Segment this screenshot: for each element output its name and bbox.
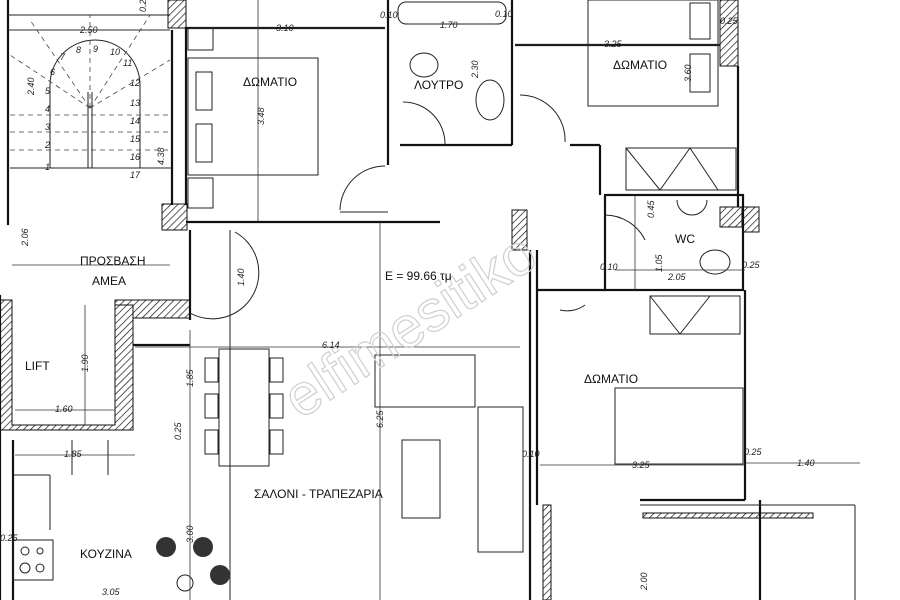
- dimension: 2.05: [667, 272, 687, 282]
- dimension: 0.25: [173, 421, 183, 440]
- step-number: 5: [45, 86, 51, 96]
- step-number: 7: [60, 52, 66, 62]
- dining-table: [218, 348, 270, 467]
- step-number: 4: [45, 104, 50, 114]
- room-label-kitchen: ΚΟΥΖΙΝΑ: [80, 547, 132, 561]
- dimension: 0.10: [495, 9, 513, 19]
- dimension: 0.45: [646, 199, 656, 218]
- dimension: 4.38: [156, 147, 166, 165]
- dimension: 1.70: [440, 20, 458, 30]
- room-label-living-dining: ΣΑΛΟΝΙ - ΤΡΑΠΕΖΑΡΙΑ: [254, 487, 383, 501]
- dimension: 1.60: [55, 404, 73, 414]
- step-number: 14: [130, 116, 140, 126]
- room-label-bedroom: ΔΩΜΑΤΙΟ: [243, 75, 297, 89]
- dimension: 1.40: [797, 458, 815, 468]
- walls: [11, 230, 856, 600]
- dimension: 0.25: [744, 447, 763, 457]
- step-number: 9: [93, 44, 98, 54]
- dimension: 0.10: [522, 449, 540, 459]
- bedroom-top-right: [515, 0, 740, 207]
- dimension: 3.05: [102, 587, 121, 597]
- bathroom: [386, 0, 566, 165]
- dimension: 2.00: [639, 572, 649, 591]
- coffee-table: [401, 439, 441, 519]
- sofa: [374, 354, 476, 408]
- step-number: 10: [110, 47, 120, 57]
- room-label-lift: LIFT: [25, 359, 50, 373]
- dimension: 0.25: [138, 0, 148, 12]
- sofa-side: [477, 406, 524, 553]
- dimension: 0.10: [600, 262, 618, 272]
- bedroom-top-left: [186, 26, 440, 224]
- dimension: 0.25: [742, 260, 761, 270]
- dimension: 2.30: [470, 60, 480, 79]
- room-labels: ΔΩΜΑΤΙΟ ΛΟΥΤΡΟ ΔΩΜΑΤΙΟ WC ΠΡΟΣΒΑΣΗ ΑΜΕΑ …: [25, 58, 695, 561]
- dimension: 0.25: [0, 533, 19, 543]
- living-furniture: [156, 348, 524, 592]
- step-number: 8: [76, 45, 81, 55]
- step-number: 1: [45, 162, 50, 172]
- room-label-bedroom: ΔΩΜΑΤΙΟ: [584, 372, 638, 386]
- step-number: 6: [50, 67, 55, 77]
- wc-room: [603, 193, 745, 292]
- dimension: 6.25: [375, 409, 385, 428]
- dimension: 3.25: [604, 39, 623, 49]
- room-label-wc: WC: [675, 232, 695, 246]
- dimension: 3.00: [185, 525, 195, 543]
- step-number: 16: [130, 152, 140, 162]
- step-number: 15: [130, 134, 141, 144]
- kitchen: [12, 440, 109, 581]
- room-label-access: ΠΡΟΣΒΑΣΗ: [80, 254, 146, 268]
- watermark: elfimesitiko: [272, 220, 548, 431]
- dimension: 2.06: [20, 228, 30, 247]
- step-number: 12: [130, 78, 140, 88]
- dimension: 2.40: [26, 77, 36, 96]
- dimension: 3.25: [632, 460, 651, 470]
- dimension: 2.50: [79, 25, 98, 35]
- step-number: 13: [130, 98, 140, 108]
- step-number: 11: [123, 58, 132, 68]
- room-label-bathroom: ΛΟΥΤΡΟ: [414, 78, 463, 92]
- dimension: 6.14: [322, 340, 340, 350]
- dimension: 3.10: [276, 23, 294, 33]
- bedroom-bottom-right: [559, 295, 744, 465]
- dimension: 1.90: [80, 354, 90, 372]
- step-number: 17: [130, 170, 141, 180]
- room-label-access: ΑΜΕΑ: [92, 274, 126, 288]
- room-label-bedroom: ΔΩΜΑΤΙΟ: [613, 58, 667, 72]
- dimension: 1.85: [185, 368, 195, 387]
- dimension: 1.40: [236, 268, 246, 286]
- dimension: 1.05: [654, 253, 664, 272]
- dimension: 3.60: [683, 64, 693, 82]
- dimension-lines: [8, 0, 860, 600]
- dimension: 0.10: [380, 10, 398, 20]
- dimension: 1.85: [64, 449, 83, 459]
- dimension-labels: 2.50 2.40 0.25 4.38 3.10 3.48 0.10 1.70 …: [0, 0, 815, 597]
- dimension: 3.48: [256, 107, 266, 125]
- structural-columns: [0, 0, 814, 600]
- step-number: 2: [44, 140, 50, 150]
- area-label: E = 99.66 τμ: [385, 269, 452, 283]
- dimension: 0.25: [720, 16, 739, 26]
- step-number: 3: [45, 122, 50, 132]
